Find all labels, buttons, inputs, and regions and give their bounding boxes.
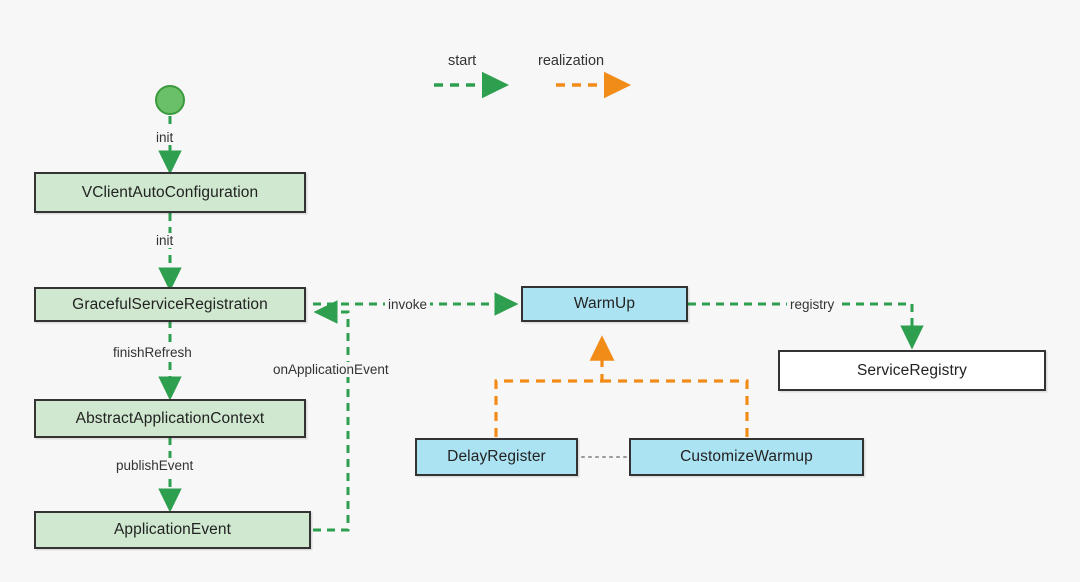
node-label: AbstractApplicationContext [75,409,265,427]
node-application-event[interactable]: ApplicationEvent [34,511,311,549]
legend-label-realization: realization [538,53,605,69]
edge-label-warmup-to-registry: registry [787,297,838,312]
legend-label-start: start [448,53,477,69]
node-label: DelayRegister [447,448,546,465]
edge-label-graceful-to-abstract: finishRefresh [110,345,195,360]
edge-label-vclient-to-graceful: init [153,233,177,248]
edge-event-to-graceful [313,300,350,532]
edge-warmup-to-registry [688,302,924,350]
node-abstract-application-context[interactable]: AbstractApplicationContext [34,399,306,438]
node-warm-up[interactable]: WarmUp [521,286,688,322]
edge-label-graceful-to-warmup: invoke [385,297,431,312]
node-graceful-service-registration[interactable]: GracefulServiceRegistration [34,287,306,322]
node-vclient-auto-configuration[interactable]: VClientAutoConfiguration [34,172,306,213]
node-label: CustomizeWarmup [680,448,813,465]
node-label: ApplicationEvent [113,521,232,538]
node-label: ServiceRegistry [856,361,968,379]
node-delay-register[interactable]: DelayRegister [415,438,578,476]
node-service-registry[interactable]: ServiceRegistry [778,350,1046,391]
edge-label-event-to-graceful: onApplicationEvent [270,362,392,377]
node-label: VClientAutoConfiguration [81,183,259,201]
edge-label-start-to-vclient: init [153,130,177,145]
node-customize-warmup[interactable]: CustomizeWarmup [629,438,864,476]
edge-delay-to-warmup [494,335,615,437]
node-label: WarmUp [573,295,636,312]
node-label: GracefulServiceRegistration [72,295,268,313]
edge-customize-to-warmup [602,379,749,437]
edge-label-abstract-to-event: publishEvent [113,458,197,473]
start-node[interactable] [155,85,185,115]
